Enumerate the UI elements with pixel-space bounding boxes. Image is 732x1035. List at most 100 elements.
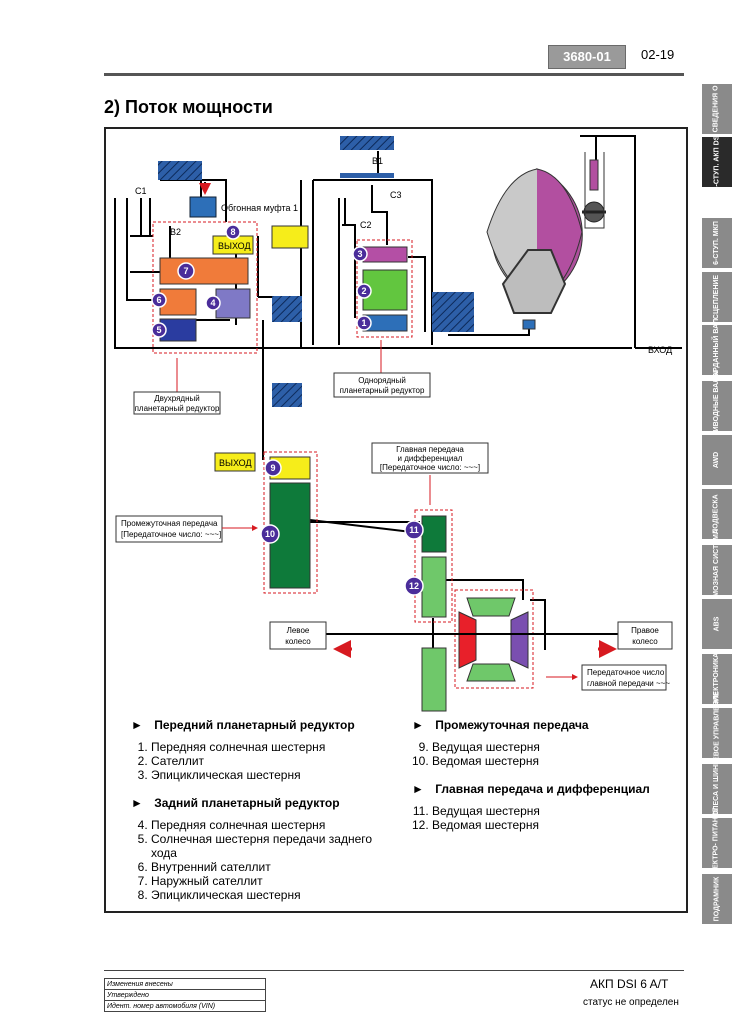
legend-final-list: Ведущая шестерня Ведомая шестерня <box>412 804 672 832</box>
tab-chassis-general[interactable]: ОБЩИЕ СВЕДЕНИЯ О ШАССИ <box>702 56 732 162</box>
final-ratio-text-2: главной передачи ~~~ <box>587 679 670 688</box>
tab-clutch[interactable]: СЦЕПЛЕНИЕ <box>702 272 732 322</box>
rear-callout-text-1: Двухрядный <box>154 394 200 403</box>
rear-output-label: ВЫХОД <box>218 241 251 251</box>
tab-manual[interactable]: 6-СТУП. МКП <box>702 218 732 268</box>
rev-vin-label: Идент. номер автомобиля (VIN) <box>104 1000 266 1012</box>
badge-1 <box>356 315 372 331</box>
badge-11 <box>404 520 424 540</box>
badge-9-text: 9 <box>270 463 275 473</box>
badge-6-text: 6 <box>156 295 161 305</box>
overrun-clutch-block <box>189 196 217 218</box>
badge-8-text: 8 <box>230 227 235 237</box>
legend-transfer-list: Ведущая шестерня Ведомая шестерня <box>412 740 672 768</box>
left-wheel-text-1: Левое <box>287 626 310 635</box>
tab-subframe[interactable]: ПОДРАМНИК <box>702 874 732 924</box>
tab-propshaft[interactable]: КАРДАННЫЙ ВАЛ <box>702 319 732 381</box>
shaft-lines <box>114 135 682 655</box>
final-drive-callout <box>371 442 489 474</box>
label-c1: C1 <box>135 186 147 196</box>
differential <box>458 597 529 682</box>
list-item: Ведомая шестерня <box>432 818 672 832</box>
content-frame <box>104 127 688 913</box>
page-title: 2) Поток мощности <box>104 97 273 117</box>
right-wheel-text-1: Правое <box>631 626 659 635</box>
badge-11-text: 11 <box>409 525 419 535</box>
list-item: Передняя солнечная шестерня <box>151 740 391 754</box>
badge-7 <box>177 262 195 280</box>
rear-planetary-box <box>152 221 258 354</box>
badge-1-text: 1 <box>361 318 366 328</box>
legend-left: ► Передний планетарный редуктор Передняя… <box>131 718 391 902</box>
header-rule <box>104 73 684 76</box>
badge-10-text: 10 <box>265 529 275 539</box>
legend-right: ► Промежуточная передача Ведущая шестерн… <box>412 718 672 832</box>
final-drive-box <box>414 509 453 623</box>
gear-4-sun <box>215 288 251 319</box>
legend-front-list: Передняя солнечная шестерня Сателлит Эпи… <box>131 740 391 782</box>
section-code: 3680-01 <box>548 45 626 69</box>
tab-electronics[interactable]: ЭЛЕКТРОНИКА <box>702 653 732 705</box>
list-item: Эпициклическая шестерня <box>151 768 391 782</box>
tab-suspension[interactable]: ПОДВЕСКА <box>702 489 732 539</box>
list-item: Ведущая шестерня <box>432 740 672 754</box>
gear-3-ring <box>362 246 408 263</box>
gear-11-drive <box>421 515 447 553</box>
rear-planetary-callout <box>133 391 221 415</box>
footer-rule <box>104 970 684 971</box>
tab-wheels[interactable]: КОЛЕСА И ШИНЫ <box>702 758 732 820</box>
badge-2-text: 2 <box>361 286 366 296</box>
final-driven-lower <box>421 647 447 712</box>
tab-steering[interactable]: РУЛЕВОЕ УПРАВЛЕНИЕ <box>702 692 732 774</box>
front-callout-text-2: планетарный редуктор <box>340 386 425 395</box>
front-planetary-callout <box>333 372 431 398</box>
tab-power[interactable]: ЭЛЕКТРО- ПИТАНИЕ <box>702 807 732 879</box>
transfer-callout-text-2: [Передаточное число: ~~~] <box>121 530 221 539</box>
legend-final-title: ► Главная передача и дифференциал <box>412 782 650 796</box>
output-yellow-block <box>271 225 309 249</box>
tab-abs[interactable]: ABS <box>702 599 732 649</box>
tab-driveshafts[interactable]: ПРИВОДНЫЕ ВАЛЫ <box>702 371 732 441</box>
lower-output-label: ВЫХОД <box>219 458 252 468</box>
list-item: Внутренний сателлит <box>151 860 391 874</box>
right-wheel-text-2: колесо <box>632 637 658 646</box>
transfer-callout-text-1: Промежуточная передача <box>121 519 218 528</box>
hatched-block-right <box>432 292 474 332</box>
badge-2 <box>356 283 372 299</box>
gear-12-driven <box>421 556 447 618</box>
legend-front-title: ► Передний планетарный редуктор <box>131 718 355 732</box>
overrun-clutch-label: Обгонная муфта 1 <box>221 203 298 213</box>
hatched-block-lower <box>272 383 302 407</box>
brake-b1-block <box>340 136 394 150</box>
right-wheel-box <box>617 621 673 650</box>
final-callout-text-3: [Передаточное число: ~~~] <box>380 463 480 472</box>
list-item: Ведущая шестерня <box>432 804 672 818</box>
page-number: 02-19 <box>641 47 675 62</box>
label-c3: C3 <box>390 190 402 200</box>
badge-8 <box>225 224 241 240</box>
transfer-callout <box>115 515 223 543</box>
final-callout-text-2: и дифференциал <box>398 454 463 463</box>
badge-3 <box>352 246 368 262</box>
transfer-box <box>263 451 318 594</box>
brake-b1-plate <box>340 173 394 178</box>
badge-4-text: 4 <box>210 298 215 308</box>
badge-4 <box>205 295 221 311</box>
tab-brakes[interactable]: ТОРМОЗНАЯ СИСТЕМА <box>702 529 732 611</box>
gear-7-outer-planet <box>159 257 249 285</box>
list-item: Сателлит <box>151 754 391 768</box>
final-ratio-text-1: Передаточное число <box>587 668 665 677</box>
front-callout-text-1: Однорядный <box>358 376 406 385</box>
badge-6 <box>151 292 167 308</box>
footer-model: АКП DSI 6 A/T <box>590 977 669 991</box>
tab-dsi-auto[interactable]: 6-СТУП. АКП DSI <box>702 134 732 190</box>
revision-table: Изменения внесены Утверждено Идент. номе… <box>104 978 266 1012</box>
badge-12 <box>404 576 424 596</box>
rear-callout-text-2: планетарный редуктор <box>135 404 220 413</box>
left-wheel-text-2: колесо <box>285 637 311 646</box>
footer-status: статус не определен <box>583 997 679 1008</box>
rev-changes-label: Изменения внесены <box>104 978 266 990</box>
tab-awd[interactable]: AWD <box>702 435 732 485</box>
badge-3-text: 3 <box>357 249 362 259</box>
